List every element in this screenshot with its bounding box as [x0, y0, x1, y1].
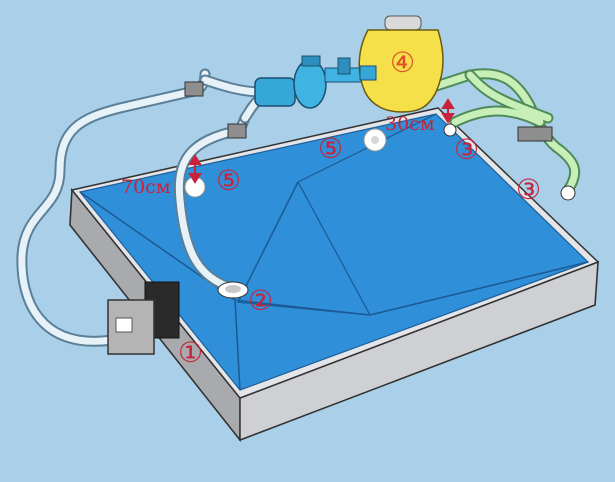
skimmer	[107, 281, 180, 355]
pipe-fitting	[227, 123, 247, 139]
skimmer-basket	[115, 317, 133, 333]
pump	[254, 55, 366, 109]
label-main-drain: ②	[248, 284, 273, 317]
pool-light-lens	[371, 136, 379, 144]
label-return-inlet-side: ③	[516, 173, 541, 206]
measurement-light-depth: 70см	[121, 176, 171, 198]
filter-gauge	[384, 15, 422, 31]
pump-housing	[293, 59, 327, 109]
pipe-fitting	[184, 81, 204, 97]
return-inlet	[443, 123, 457, 137]
main-drain-grate	[225, 285, 241, 293]
return-valve	[517, 126, 553, 142]
label-return-inlet-wall: ③	[454, 133, 479, 166]
filter-valve	[359, 65, 377, 81]
label-light-center: ⑤	[318, 132, 343, 165]
pool-step-line	[234, 299, 371, 316]
return-branch-pipe	[451, 71, 552, 126]
measurement-inlet-depth: 30см	[385, 113, 435, 135]
pump-motor	[254, 77, 296, 107]
drain-pipe	[175, 114, 249, 292]
depth-arrow-30	[441, 98, 455, 124]
return-inlet	[560, 185, 576, 201]
valve-handle	[337, 57, 351, 75]
pool-floor-edge	[236, 181, 589, 316]
pool-slope-line	[297, 181, 371, 316]
label-filter: ④	[390, 46, 415, 79]
label-skimmer: ①	[178, 336, 203, 369]
depth-arrow-70	[188, 154, 202, 184]
pump-lid	[301, 55, 321, 67]
label-light-left: ⑤	[216, 164, 241, 197]
sand-filter	[358, 15, 444, 113]
